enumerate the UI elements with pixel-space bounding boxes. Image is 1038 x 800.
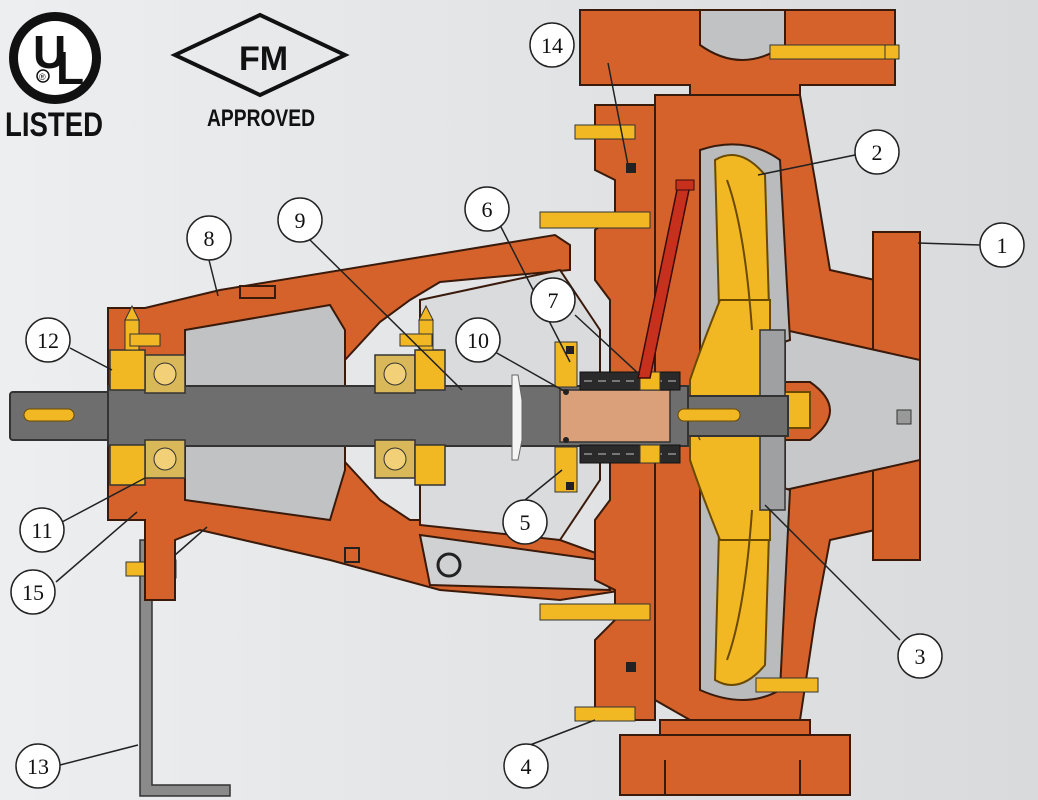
fm-caption: APPROVED [207,105,315,132]
ul-letter-l: L [56,42,84,94]
callout-7-label: 7 [548,288,559,313]
callout-3-label: 3 [915,644,926,669]
callout-4: 4 [503,743,549,789]
callout-8-label: 8 [204,226,215,251]
callout-14-label: 14 [541,33,563,58]
callout-3: 3 [897,633,943,679]
bearings [109,304,446,486]
callout-5-label: 5 [520,510,531,535]
callout-12: 12 [25,317,71,363]
callout-13: 13 [15,743,61,789]
callout-14: 14 [529,22,575,68]
callout-10: 10 [455,317,501,363]
callout-6: 6 [464,186,510,232]
callout-9-label: 9 [295,208,306,233]
callout-4-label: 4 [521,754,532,779]
callout-15: 15 [10,569,56,615]
shaft [9,385,789,447]
callout-9: 9 [277,197,323,243]
callout-2-label: 2 [872,140,883,165]
fm-approved-logo: FM APPROVED [170,12,350,132]
casing-bolts [539,124,651,722]
callout-6-label: 6 [482,197,493,222]
callout-12-label: 12 [37,328,59,353]
registered-mark: ® [39,72,46,82]
ul-letter-u: U [33,26,66,78]
ul-listed-logo: U L ® LISTED [5,12,103,144]
callout-15-label: 15 [22,580,44,605]
callout-11-label: 11 [31,518,52,543]
fm-mark: FM [239,40,288,78]
callout-2: 2 [854,129,900,175]
callout-5: 5 [502,499,548,545]
callout-1-label: 1 [997,233,1008,258]
leader-lines [55,62,981,766]
callout-11: 11 [19,507,65,553]
mechanical-seal [511,179,695,493]
ul-caption: LISTED [5,106,103,144]
callout-1: 1 [979,222,1025,268]
callout-8: 8 [186,215,232,261]
callout-10-label: 10 [467,328,489,353]
callout-7: 7 [530,277,576,323]
callout-13-label: 13 [27,754,49,779]
